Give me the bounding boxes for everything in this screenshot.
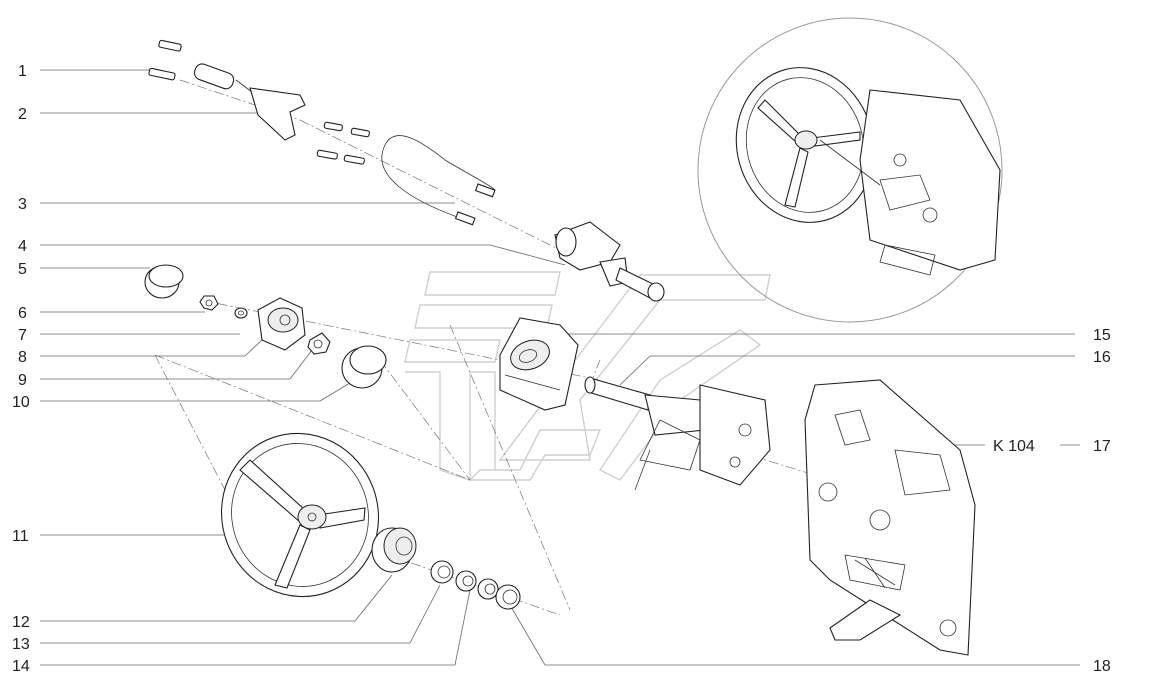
part-11-steering-wheel	[220, 432, 380, 598]
part-5-cap	[144, 264, 184, 299]
callout-11: 11	[12, 528, 29, 545]
part-10-ring	[341, 345, 387, 389]
callout-6: 6	[18, 305, 27, 322]
callout-12: 12	[12, 614, 30, 631]
part-2-switch-housing	[193, 63, 306, 141]
callout-2: 2	[18, 106, 27, 123]
part-9-nut	[307, 332, 331, 355]
reference-label: K 104	[993, 438, 1035, 455]
part-13-ring	[430, 560, 454, 584]
part-17-bracket-plate	[804, 379, 976, 656]
small-screws	[316, 121, 370, 165]
part-3-cable	[381, 135, 496, 226]
callout-7: 7	[18, 327, 27, 344]
callout-labels: 1 2 3 4 5 6 7 8 9 10 11 12 13 14 15 16 1…	[12, 63, 1111, 675]
part-14-ring	[455, 570, 499, 600]
callout-14: 14	[12, 658, 30, 675]
callout-9: 9	[18, 372, 27, 389]
callout-10: 10	[12, 394, 30, 411]
callout-5: 5	[18, 261, 27, 278]
callout-1: 1	[18, 63, 27, 80]
part-12-bearing	[371, 527, 417, 573]
callout-3: 3	[18, 196, 27, 213]
callout-leaders	[40, 69, 1080, 666]
callout-18: 18	[1093, 658, 1111, 675]
part-4-combination-switch	[554, 221, 665, 302]
part-15-boot	[499, 317, 579, 411]
watermark-logo	[404, 271, 771, 481]
part-6-nut	[199, 295, 219, 311]
part-8-hub	[257, 297, 306, 351]
callout-16: 16	[1093, 349, 1111, 366]
part-1-bolts	[148, 39, 182, 81]
part-7-washer	[234, 307, 248, 319]
callout-15: 15	[1093, 327, 1111, 344]
callout-13: 13	[12, 636, 30, 653]
part-18-ring	[495, 584, 521, 610]
assembled-view-inset	[697, 17, 1003, 323]
callout-8: 8	[18, 349, 27, 366]
part-16-steering-column	[584, 376, 771, 491]
callout-17: 17	[1093, 438, 1111, 455]
callout-4: 4	[18, 238, 27, 255]
